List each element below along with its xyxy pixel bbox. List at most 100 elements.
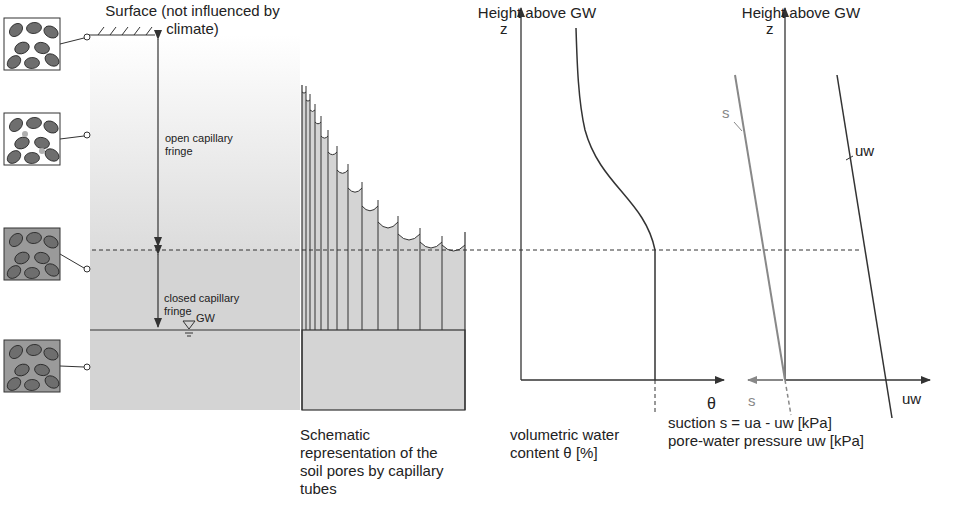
water-table-symbol [183,321,195,329]
soil-grain [33,136,50,150]
tube-wall [306,86,307,330]
caption-text: volumetric water content θ [%] [510,426,650,462]
caption-text: pore-water pressure uw [kPa] [668,432,953,450]
soil-grain [13,250,31,266]
soil-grain [43,373,62,391]
tube-wall [348,164,349,330]
unsaturated-zone [90,35,300,250]
soil-grain [24,57,40,69]
surface-hatch [98,27,152,35]
tube-wall [328,130,329,330]
z-axis [520,8,521,380]
water-content-curve [576,28,655,380]
groundwater-line [90,330,300,331]
tube-water [348,188,362,330]
z-axis [784,8,785,380]
soil-grain [42,24,60,41]
surface-label: Surface (not influenced by climate) [100,2,285,38]
soil-grain [13,135,31,151]
meniscus [348,188,362,192]
soil-grain [42,234,60,251]
soil-grain [7,231,25,249]
open-fringe-arrow [157,39,158,246]
tube-wall [378,200,379,330]
tube-wall [420,228,421,330]
tube-water [315,122,321,330]
suction-line [735,75,785,380]
soil-grains [5,21,62,393]
soil-grain [26,117,42,130]
axis-title: Height above GW [462,4,612,22]
soil-grain [13,40,31,56]
water-table-label: GW [196,312,226,325]
saturated-zone [90,250,300,410]
meniscus [362,206,378,211]
meniscus [378,222,398,228]
soil-grain [5,375,24,393]
soil-grain [43,51,62,69]
soil-grain [26,344,42,357]
meniscus [315,122,321,124]
soil-grain [7,116,25,134]
tube-water [378,222,398,330]
soil-grain [26,232,42,245]
soil-grain [33,363,50,377]
meniscus [328,152,337,155]
soil-grain [43,261,62,279]
soil-grain [24,267,40,279]
soil-grain [24,152,40,164]
soil-grain [7,21,25,39]
leader-line [734,122,742,131]
leader-line [846,156,853,160]
line-label: uw [855,142,885,160]
axis-label: θ [707,394,727,413]
tube-water [306,100,310,330]
meniscus [310,110,315,112]
tube-water [362,206,378,330]
meniscus [337,170,348,173]
tube-water [328,152,337,330]
tube-wall [321,116,322,330]
axis-label: uw [902,390,932,408]
grain-insets [4,18,90,392]
soil-grain [42,119,60,136]
tube-water [321,136,328,330]
meniscus [420,242,442,248]
caption-text: suction s = ua - uw [kPa] [668,414,953,432]
tube-water [442,245,465,330]
water-meniscus [39,148,45,154]
line-label: s [722,104,738,122]
soil-grain [5,263,24,281]
tube-water [420,242,442,330]
water-meniscus [22,131,28,137]
soil-grain [13,362,31,378]
tube-wall [337,146,338,330]
axis-label: z [500,20,516,38]
soil-grain [5,53,24,71]
soil-grain [42,346,60,363]
fringe-boundary [92,250,862,251]
soil-grain [33,41,50,55]
axis-title: Height above GW [726,4,876,22]
closed-fringe-arrow [157,254,158,327]
soil-grain [7,343,25,361]
tube-wall [362,182,363,330]
axis-label: s [748,392,764,410]
pore-pressure-line [837,75,892,418]
soil-grain [5,148,24,166]
capillary-tubes [302,86,465,330]
tube-water [310,110,315,330]
tube-wall [315,104,316,330]
meniscus [398,234,420,240]
theta-axis [521,379,724,380]
tube-wall [310,94,311,330]
axis-label: z [766,20,782,38]
tube-water [398,234,420,330]
meniscus [321,136,328,138]
tube-wall [398,216,399,330]
soil-grain [24,379,40,391]
caption-text: Schematic representation of the soil por… [300,426,450,498]
soil-grain [43,146,62,164]
suction-axis [748,379,783,381]
